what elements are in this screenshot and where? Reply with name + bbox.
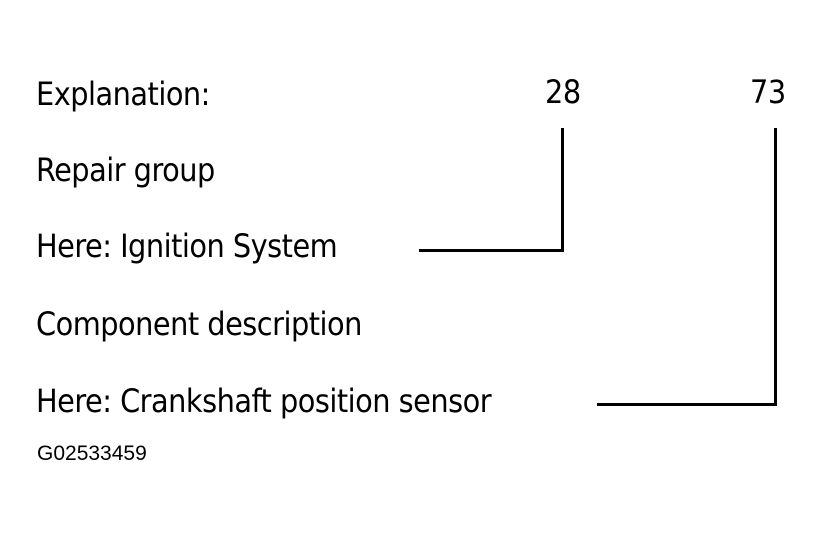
explanation-label: Explanation: xyxy=(36,75,210,113)
repair-group-leader-horizontal xyxy=(419,249,564,252)
component-label: Component description xyxy=(36,305,362,343)
repair-group-example: Here: Ignition System xyxy=(36,227,338,265)
repair-group-leader-vertical xyxy=(561,128,564,252)
component-leader-horizontal xyxy=(597,403,777,406)
repair-group-label: Repair group xyxy=(36,151,215,189)
image-code: G02533459 xyxy=(37,442,147,465)
component-leader-vertical xyxy=(774,128,777,406)
repair-group-number: 28 xyxy=(545,73,581,111)
component-number: 73 xyxy=(750,73,786,111)
component-example: Here: Crankshaft position sensor xyxy=(36,382,492,420)
